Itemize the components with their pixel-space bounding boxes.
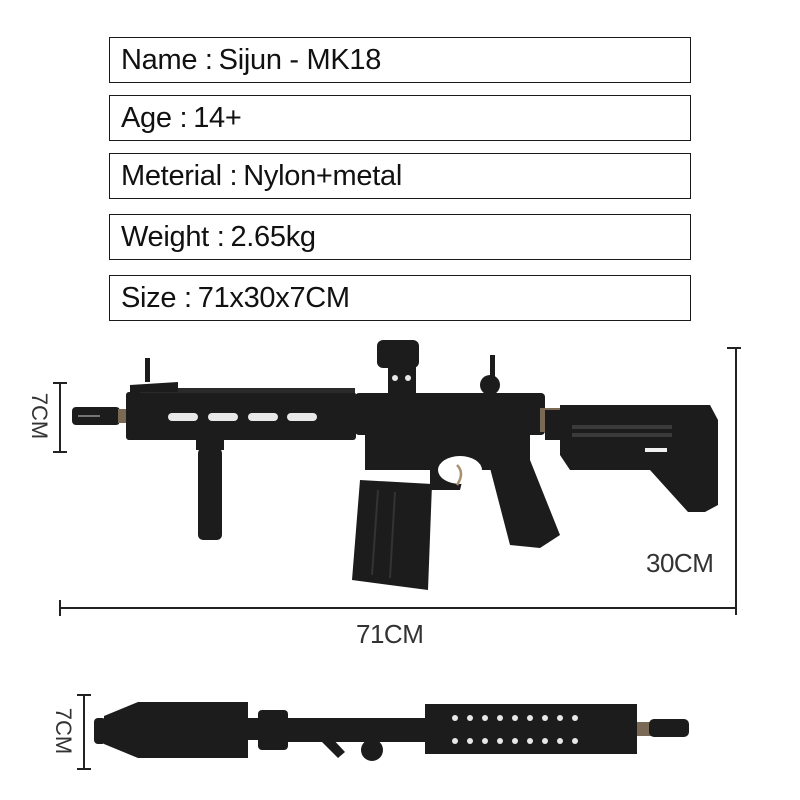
spec-value: 14+ — [193, 101, 242, 134]
height-label: 30CM — [646, 548, 714, 578]
height-bracket-cap — [727, 347, 741, 349]
spec-label: Age : — [121, 101, 188, 134]
spec-label: Name : — [121, 43, 213, 76]
width-bracket-top — [83, 695, 85, 769]
length-bracket — [59, 607, 737, 609]
spec-weight: Weight : 2.65kg — [109, 214, 691, 260]
spec-value: 71x30x7CM — [197, 281, 350, 314]
spec-value: 2.65kg — [230, 220, 316, 253]
width-bracket-cap — [53, 451, 67, 453]
spec-label: Meterial : — [121, 159, 238, 192]
width-bracket-side — [59, 383, 61, 452]
spec-material: Meterial : Nylon+metal — [109, 153, 691, 199]
spec-age: Age : 14+ — [109, 95, 691, 141]
spec-name: Name : Sijun - MK18 — [109, 37, 691, 83]
height-bracket — [735, 347, 737, 615]
spec-value: Nylon+metal — [243, 159, 402, 192]
spec-size: Size : 71x30x7CM — [109, 275, 691, 321]
spec-label: Weight : — [121, 220, 225, 253]
length-bracket-cap — [59, 600, 61, 616]
width-bracket-cap — [77, 768, 91, 770]
width-bracket-cap — [53, 382, 67, 384]
width-bracket-cap — [77, 694, 91, 696]
length-label: 71CM — [356, 619, 424, 649]
spec-label: Size : — [121, 281, 192, 314]
spec-value: Sijun - MK18 — [218, 43, 382, 76]
